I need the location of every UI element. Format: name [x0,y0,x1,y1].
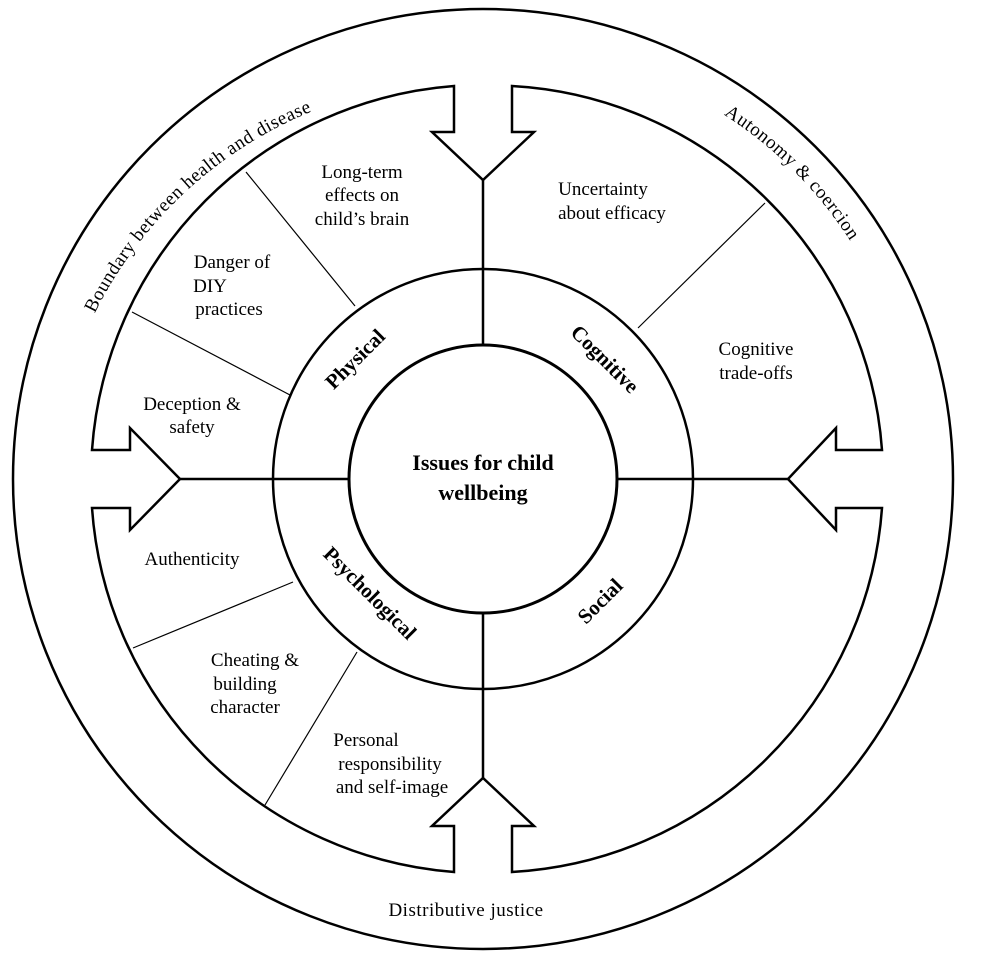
issue-uncertainty-1: Uncertainty [558,179,648,200]
issue-responsibility-1: Personal [333,730,398,751]
divider-diy-deception [131,311,291,396]
category-social: Social [573,573,628,628]
category-psychological: Psychological [319,542,422,645]
divider-authenticity-cheating [132,581,294,649]
center-circle [347,343,619,615]
issue-long-term-1: Long-term [321,162,402,183]
outer-label-justice: Distributive justice [388,900,543,921]
outer-circle [11,7,955,951]
issue-long-term-2: effects on [325,185,400,206]
issue-cheating-3: character [210,697,280,718]
issue-cheating-2: building [213,674,277,695]
outer-label-autonomy: Autonomy & coercion [721,101,864,244]
issue-deception-2: safety [169,417,215,438]
issue-responsibility-3: and self-image [336,777,448,798]
issue-long-term-3: child’s brain [315,209,410,230]
category-ring [271,267,695,691]
issue-responsibility-2: responsibility [338,754,442,775]
center-title-line2: wellbeing [438,480,527,505]
divider-longterm-diy [245,171,356,307]
issue-deception-1: Deception & [143,394,241,415]
issue-diy-3: practices [195,299,263,320]
issue-cheating-1: Cheating & [211,650,299,671]
divider-uncertainty-tradeoffs [637,202,766,329]
quadrant-frame [90,84,884,874]
center-title-line1: Issues for child [412,450,553,475]
issue-tradeoffs-1: Cognitive [719,339,794,360]
issue-uncertainty-2: about efficacy [558,203,666,224]
divider-cheating-responsibility [264,651,358,806]
issue-tradeoffs-2: trade-offs [719,363,793,384]
issue-diy-1: Danger of [194,252,271,273]
issue-authenticity: Authenticity [145,549,240,570]
issue-diy-2: DIY [193,276,227,297]
